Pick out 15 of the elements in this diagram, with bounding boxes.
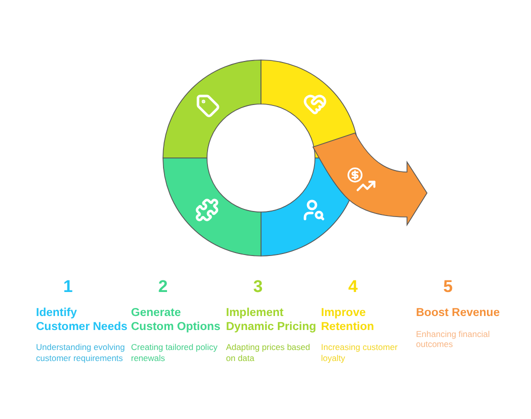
step-description: Understanding evolving customer requirements	[36, 342, 126, 363]
step-description: Increasing customer loyalty	[321, 342, 399, 363]
step-title: Implement Dynamic Pricing	[226, 307, 318, 334]
step-description: Adapting prices based on data	[226, 342, 312, 363]
step-description: Creating tailored policy renewals	[131, 342, 218, 363]
step-number: 2	[157, 276, 169, 298]
step-number: 5	[442, 276, 454, 298]
step-title: Improve Retention	[321, 307, 376, 334]
step-title: Identify Customer Needs	[36, 307, 128, 334]
step-title: Boost Revenue	[416, 307, 501, 320]
step-title: Generate Custom Options	[131, 307, 222, 334]
step-description: Enhancing financial outcomes	[416, 328, 491, 350]
step-number: 4	[347, 276, 359, 298]
step-number: 1	[62, 276, 74, 298]
step-number: 3	[252, 276, 264, 298]
